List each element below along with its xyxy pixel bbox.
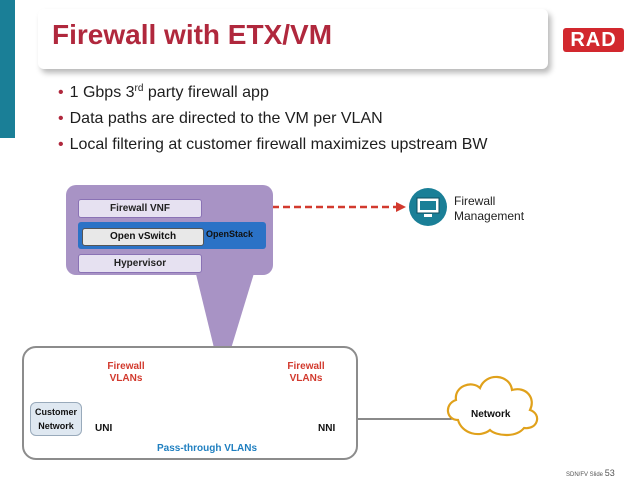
firewall-vnf-box: Firewall VNF bbox=[78, 199, 202, 218]
slide-footer: SDN/FV Slide 53 bbox=[566, 468, 615, 478]
hypervisor-box: Hypervisor bbox=[78, 254, 202, 273]
network-label: Network bbox=[471, 409, 511, 420]
slide-title: Firewall with ETX/VM bbox=[52, 19, 333, 50]
openstack-label: OpenStack bbox=[206, 229, 254, 239]
pass-through-vlans-label: Pass-through VLANs bbox=[157, 443, 258, 454]
callout-tail bbox=[195, 270, 255, 352]
bullet-list: •1 Gbps 3rd party firewall app •Data pat… bbox=[58, 80, 488, 158]
side-accent-bar bbox=[0, 0, 15, 138]
cloud-icon bbox=[446, 375, 539, 437]
firewall-management-label: Firewall Management bbox=[454, 194, 525, 223]
nni-label: NNI bbox=[318, 423, 336, 434]
open-vswitch-box: Open vSwitch bbox=[82, 228, 204, 246]
management-arrow-right bbox=[396, 202, 406, 212]
bullet-item: •Data paths are directed to the VM per V… bbox=[58, 110, 383, 127]
monitor-icon bbox=[409, 188, 447, 226]
bullet-item: •Local filtering at customer firewall ma… bbox=[58, 136, 488, 153]
bullet-item: •1 Gbps 3rd party firewall app bbox=[58, 83, 269, 102]
etx-box bbox=[22, 346, 358, 460]
uni-label: UNI bbox=[95, 423, 113, 434]
title-box bbox=[38, 9, 548, 69]
rad-logo: RAD bbox=[563, 28, 624, 52]
